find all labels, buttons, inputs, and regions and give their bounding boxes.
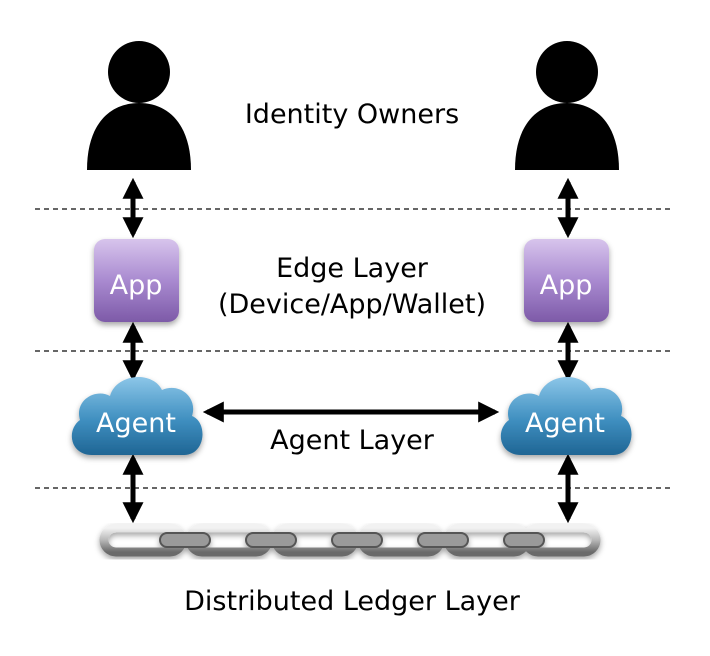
app-box-right: App [524, 239, 609, 322]
agent-cloud-left: Agent [71, 377, 203, 455]
person-icon-left [87, 41, 191, 170]
agent-left-label: Agent [96, 408, 176, 439]
distributed-ledger-label: Distributed Ledger Layer [184, 586, 521, 617]
chain-icon [99, 523, 601, 557]
agent-layer-label: Agent Layer [270, 425, 435, 456]
agent-cloud-right: Agent [500, 377, 632, 455]
app-right-label: App [540, 270, 593, 301]
identity-owners-label: Identity Owners [245, 99, 459, 130]
edge-layer-sublabel: (Device/App/Wallet) [218, 289, 486, 320]
agent-right-label: Agent [525, 408, 605, 439]
edge-layer-label: Edge Layer [276, 253, 429, 284]
app-box-left: App [94, 239, 179, 322]
app-left-label: App [110, 270, 163, 301]
person-icon-right [515, 41, 619, 170]
